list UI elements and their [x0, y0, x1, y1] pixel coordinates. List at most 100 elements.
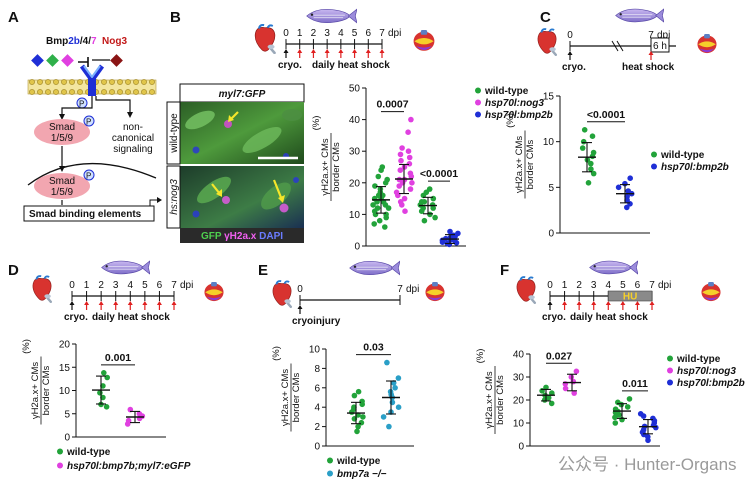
data-point: [580, 138, 587, 145]
timeline-tick-label: 0: [297, 284, 303, 295]
legend-entry: hsp70l:nog3: [677, 366, 736, 377]
lipid-head: [37, 89, 43, 95]
legend-marker: [651, 151, 657, 158]
legend-marker: [667, 367, 673, 374]
timeline-tick-label: 7: [649, 280, 655, 291]
lipid-head: [61, 89, 67, 95]
panel-b-label: B: [170, 9, 181, 26]
legend-marker: [327, 457, 333, 464]
heat-shock-arrowhead: [324, 49, 330, 53]
data-point: [393, 189, 400, 196]
heart-injury-icon: [515, 276, 537, 304]
data-point: [447, 228, 453, 235]
timeline-tick-label: 7: [171, 280, 177, 291]
data-point: [548, 400, 555, 407]
series-0: [92, 370, 110, 410]
svg-text:canonical: canonical: [112, 133, 154, 144]
heart-injury-icon: [253, 24, 277, 54]
timeline-tick-label: 0: [283, 28, 289, 39]
data-point: [389, 399, 396, 406]
timeline-tick-label: 1: [84, 280, 90, 291]
data-point: [355, 388, 362, 395]
panel-e-label: E: [258, 262, 268, 279]
svg-text:Smad: Smad: [49, 122, 75, 133]
data-point: [450, 232, 457, 239]
data-point: [358, 419, 365, 426]
heart-section-icon: [425, 282, 445, 302]
nog3-inhibition-icon: [78, 57, 89, 67]
noncanonical-arrow: [95, 96, 131, 116]
heat-shock-arrowhead: [562, 301, 568, 305]
y-tick-label: 8: [314, 364, 320, 375]
lipid-head: [109, 89, 115, 95]
smad-node-cytoplasm: Smad 1/5/9 P: [34, 115, 95, 145]
panel-a: A Bmp2b/4/7 Nog3 P Smad: [8, 9, 162, 222]
lipid-head: [69, 79, 75, 85]
y-tick-label: 50: [349, 84, 361, 95]
timeline-tick-label: 3: [113, 280, 119, 291]
data-point: [384, 176, 391, 183]
zebrafish-icon: [349, 260, 400, 276]
legend-entry: wild-type: [484, 86, 529, 97]
y-axis-label-denominator: border CMs: [41, 365, 52, 415]
timeline-tick-label: 5: [352, 28, 358, 39]
data-point: [568, 374, 575, 380]
timeline-unit: dpi: [406, 284, 419, 295]
cryo-arrowhead: [297, 305, 303, 309]
cryo-arrowhead: [567, 51, 573, 55]
y-axis-label-unit: (%): [311, 116, 322, 131]
legend-marker: [475, 111, 481, 118]
timeline-tick-label: 6: [635, 280, 641, 291]
series-3: [417, 186, 438, 224]
timeline-tick-label: 4: [338, 28, 344, 39]
lipid-head: [77, 89, 83, 95]
hu-treatment-block: [607, 290, 653, 302]
heat-shock-arrowhead: [620, 301, 626, 305]
legend-marker: [57, 462, 63, 469]
data-point: [351, 392, 358, 399]
data-point: [351, 404, 357, 411]
panel-d-label: D: [8, 262, 19, 279]
y-tick-label: 6: [314, 383, 320, 394]
legend-marker: [475, 87, 481, 94]
data-point: [397, 199, 404, 205]
heat-shock-arrowhead: [352, 49, 358, 53]
p-value-label: 0.0007: [376, 99, 408, 111]
watermark: 公众号 · Hunter-Organs: [558, 455, 737, 474]
heat-shock-arrowhead: [297, 49, 303, 53]
legend-entry: bmp7a −/−: [337, 469, 387, 480]
lipid-head: [45, 89, 51, 95]
heat-shock-arrowhead: [634, 301, 640, 305]
data-point: [382, 224, 388, 230]
data-point: [402, 208, 408, 214]
legend-entry: hsp70l:bmp2b: [485, 110, 553, 121]
series-1: [124, 406, 146, 427]
cryo-arrowhead: [283, 49, 289, 53]
data-point: [379, 164, 386, 170]
y-axis-label-denominator: border CMs: [331, 142, 342, 192]
data-point: [590, 170, 597, 177]
data-point: [360, 414, 366, 420]
y-tick-label: 0: [518, 442, 524, 453]
panel-a-label: A: [8, 9, 19, 26]
series-0: [370, 164, 392, 230]
y-tick-label: 40: [349, 115, 361, 126]
legend-marker: [651, 163, 657, 170]
y-tick-label: 4: [314, 403, 320, 414]
data-point: [399, 145, 405, 151]
nog3-label: Nog3: [102, 36, 127, 47]
series-3: [637, 411, 659, 444]
data-point: [432, 214, 438, 221]
y-axis-label-numerator: γH2a.x+ CMs: [280, 369, 291, 427]
data-point: [97, 390, 103, 396]
data-point: [398, 157, 404, 164]
p-value-label: <0.0001: [420, 168, 458, 180]
heat-shock-arrowhead: [171, 301, 177, 305]
data-point: [377, 186, 384, 192]
data-point: [588, 166, 594, 172]
cryo-arrowhead: [69, 301, 75, 305]
